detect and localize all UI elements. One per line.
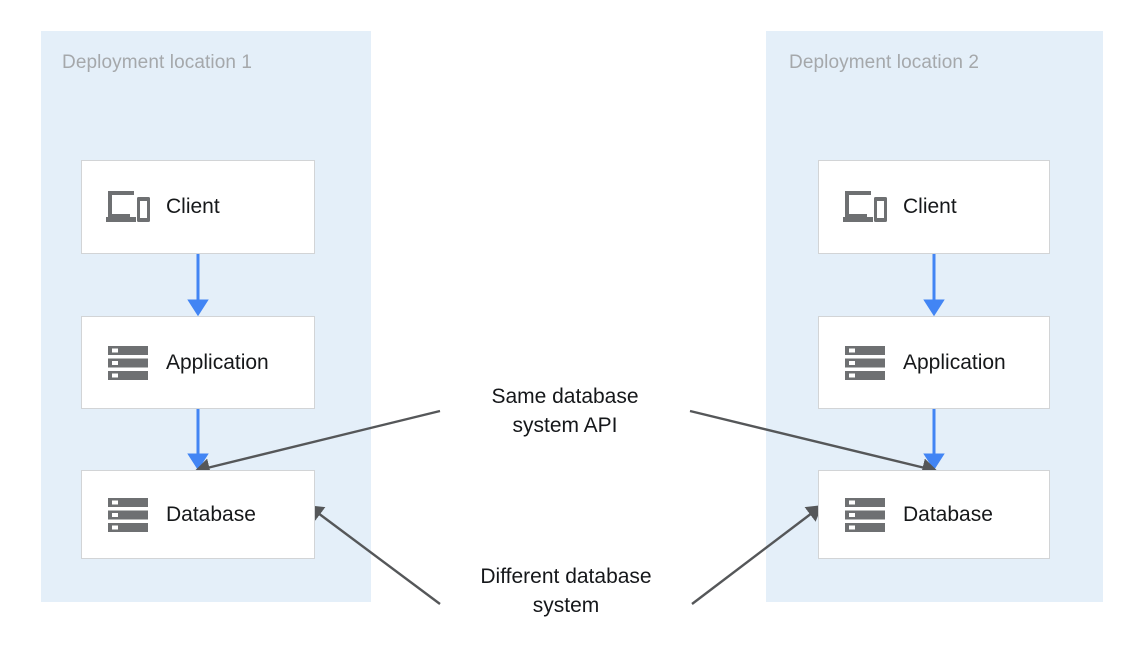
devices-icon [839, 184, 891, 230]
node-database-2-label: Database [903, 502, 993, 526]
devices-icon [102, 184, 154, 230]
zone-2-title: Deployment location 2 [789, 52, 980, 73]
annotation-different-system: Different database system [480, 565, 652, 617]
zone-1-title: Deployment location 1 [62, 52, 253, 73]
server-icon [102, 492, 154, 538]
node-database-1[interactable]: Database [81, 470, 315, 559]
server-icon [839, 492, 891, 538]
node-database-2[interactable]: Database [818, 470, 1050, 559]
node-application-1[interactable]: Application [81, 316, 315, 409]
node-application-1-label: Application [166, 350, 269, 374]
server-icon [839, 340, 891, 386]
node-application-2-label: Application [903, 350, 1006, 374]
node-client-1-label: Client [166, 195, 220, 218]
node-client-2[interactable]: Client [818, 160, 1050, 254]
node-client-2-label: Client [903, 195, 957, 218]
node-database-1-label: Database [166, 502, 256, 526]
server-icon [102, 340, 154, 386]
annotation-same-api: Same database system API [491, 385, 639, 437]
node-client-1[interactable]: Client [81, 160, 315, 254]
node-application-2[interactable]: Application [818, 316, 1050, 409]
